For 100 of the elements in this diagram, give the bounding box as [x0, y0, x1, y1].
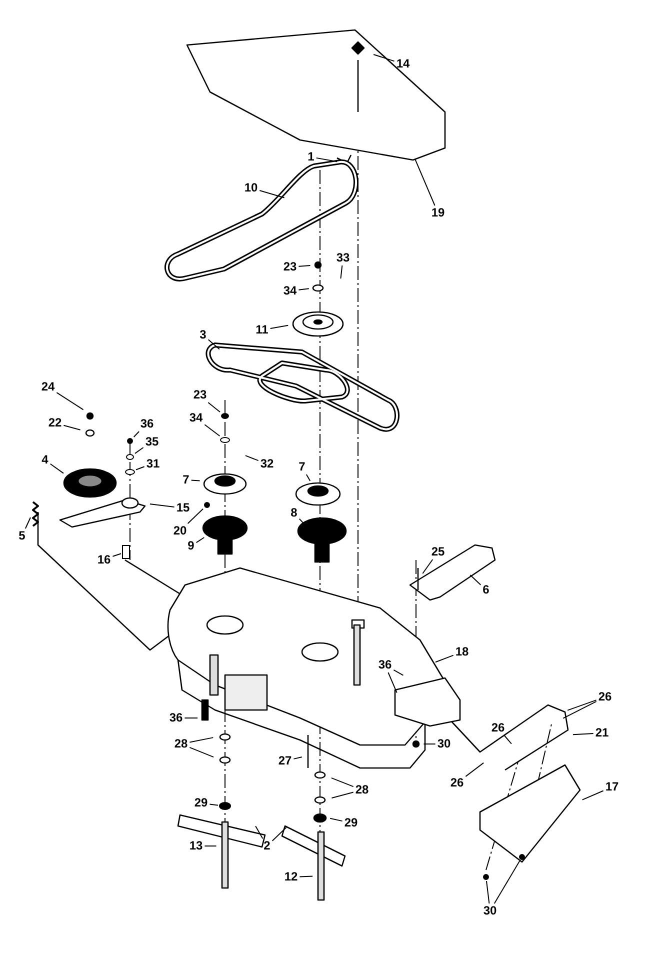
leader-line: [136, 466, 145, 470]
callout-number: 5: [18, 530, 26, 542]
leader-line: [562, 700, 597, 719]
callout-number: 35: [144, 436, 160, 448]
callout-number: 6: [482, 584, 490, 596]
leader-line: [330, 818, 343, 822]
callout-number: 31: [145, 458, 161, 470]
leader-line: [414, 158, 436, 206]
callout-number: 20: [172, 524, 188, 538]
leader-line: [293, 756, 302, 760]
leader-line: [56, 392, 84, 410]
leader-line: [567, 700, 597, 711]
callout-number: 29: [193, 796, 209, 810]
callout-number: 4: [40, 454, 50, 466]
nut-part: [219, 802, 231, 810]
callout-number: 36: [168, 712, 184, 724]
leader-line: [388, 672, 398, 694]
washer-part: [125, 469, 135, 475]
nut-part: [127, 438, 133, 444]
callout-number: 11: [254, 324, 270, 336]
leader-line: [494, 860, 520, 904]
callout-number: 14: [395, 58, 411, 70]
leader-line: [272, 827, 287, 842]
callout-number: 30: [436, 738, 452, 750]
callout-number: 2: [262, 840, 272, 852]
callout-number: 3: [198, 328, 208, 342]
callout-number: 36: [139, 418, 155, 430]
leader-line: [465, 762, 484, 777]
leader-line: [422, 559, 434, 574]
leader-line: [504, 735, 512, 744]
callout-number: 34: [282, 284, 298, 298]
leader-line: [204, 424, 220, 436]
leader-line: [24, 517, 31, 529]
leader-line: [209, 804, 218, 806]
callout-number: 18: [454, 646, 470, 658]
leader-line: [50, 463, 64, 474]
leader-line: [255, 826, 264, 839]
callout-number: 26: [449, 776, 465, 790]
callout-number: 24: [40, 380, 56, 394]
washer-part: [220, 437, 230, 443]
leader-line: [196, 537, 205, 544]
callout-number: 7: [182, 474, 190, 486]
leader-line: [190, 480, 200, 482]
callout-number: 26: [597, 690, 613, 704]
callout-number: 15: [175, 502, 191, 514]
callout-number: 12: [283, 870, 299, 884]
callout-number: 33: [335, 252, 351, 264]
leader-line: [572, 732, 594, 736]
callout-number: 28: [354, 784, 370, 796]
callout-number: 1: [306, 150, 316, 164]
leader-line: [393, 669, 404, 676]
leader-line: [187, 508, 204, 524]
spacer-part: [122, 545, 130, 559]
leader-line: [486, 880, 490, 904]
nut-part: [221, 413, 229, 419]
leader-line: [298, 518, 304, 524]
washer-part: [126, 454, 134, 460]
callout-number: 29: [343, 816, 359, 830]
leader-line: [582, 790, 604, 800]
callout-number: 10: [243, 182, 259, 194]
callout-number: 32: [259, 458, 275, 470]
leader-line: [112, 553, 122, 557]
callout-number: 30: [482, 904, 498, 918]
leader-line: [330, 777, 354, 788]
leader-line: [306, 474, 311, 482]
callout-number: 17: [604, 780, 620, 794]
callout-number: 27: [277, 754, 293, 768]
leader-line: [208, 402, 220, 412]
callout-number: 28: [173, 738, 189, 750]
callout-number: 9: [186, 540, 196, 552]
callout-number: 21: [594, 726, 610, 740]
callout-number: 23: [192, 388, 208, 402]
callout-number: 34: [188, 412, 204, 424]
leader-line: [133, 431, 140, 438]
leader-line: [259, 190, 285, 198]
leader-line: [189, 737, 214, 743]
leader-line: [134, 447, 144, 454]
callout-number: 36: [377, 658, 393, 672]
callout-number: 23: [282, 260, 298, 274]
leader-line: [149, 503, 175, 508]
leader-line: [63, 424, 81, 430]
callout-number: 13: [188, 840, 204, 852]
leader-line: [298, 264, 311, 267]
leader-line: [331, 792, 354, 798]
nut-part: [483, 874, 489, 880]
callout-number: 25: [430, 546, 446, 558]
leader-line: [244, 455, 259, 462]
leader-line: [208, 339, 220, 350]
leader-line: [298, 288, 310, 290]
callout-number: 8: [290, 506, 298, 520]
callout-number: 22: [47, 416, 63, 430]
callout-number: 16: [96, 554, 112, 566]
leader-line: [299, 876, 314, 878]
leader-line: [316, 157, 338, 162]
nut-part: [204, 502, 210, 508]
leader-line: [340, 265, 343, 279]
callout-number: 26: [490, 722, 506, 734]
leader-line: [373, 54, 395, 62]
leader-line: [189, 746, 214, 758]
leader-line: [270, 324, 289, 330]
